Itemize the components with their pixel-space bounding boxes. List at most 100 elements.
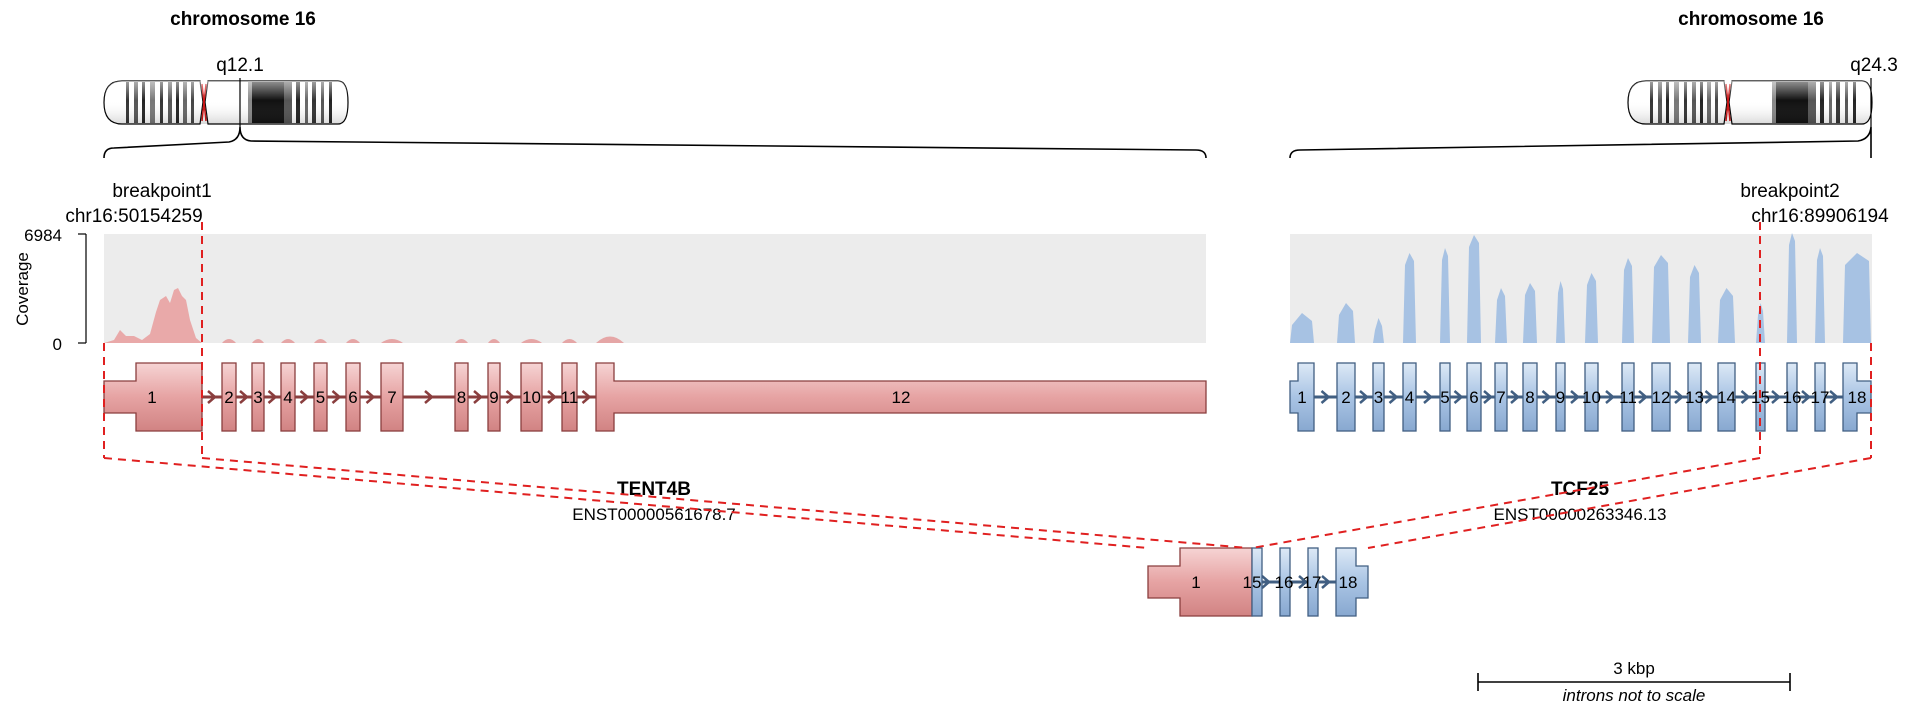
- exon-label: 8: [457, 388, 466, 407]
- exon: 5: [313, 362, 328, 432]
- exon: 8: [454, 362, 469, 432]
- fusion-exon-label: 18: [1339, 573, 1358, 592]
- coverage-bump: [1495, 288, 1507, 343]
- exon-label: 4: [1405, 388, 1414, 407]
- intron-arrow: [1261, 575, 1271, 589]
- intron-arrow: [1298, 575, 1308, 589]
- intron-arrow: [1638, 390, 1648, 404]
- scale-bar-length: 3 kbp: [1613, 659, 1655, 678]
- coverage-bump: [1688, 265, 1701, 343]
- intron-arrow: [424, 390, 434, 404]
- breakpoint2-position: chr16:89906194: [1751, 206, 1889, 227]
- exon-label: 10: [522, 388, 541, 407]
- coverage-axis: 6984 0 Coverage: [13, 226, 87, 354]
- coverage-bump: [1337, 303, 1355, 343]
- left-chromosome: chromosome 16 q12.1: [103, 9, 1207, 159]
- exon: 6: [345, 362, 361, 432]
- fusion-exon-label: 16: [1275, 573, 1294, 592]
- coverage-bump: [455, 339, 468, 343]
- left-zoom-bracket: [103, 126, 1207, 159]
- exon: 1: [103, 362, 203, 432]
- exon-label: 7: [1496, 388, 1505, 407]
- exon-label: 1: [1297, 388, 1306, 407]
- exon-label: 16: [1783, 388, 1802, 407]
- intron-arrow: [1801, 390, 1811, 404]
- coverage-bump: [1718, 288, 1735, 343]
- coverage-min-label: 0: [53, 335, 62, 354]
- exon: 12: [595, 362, 1207, 432]
- right-chromosome: chromosome 16 q24.3: [1289, 9, 1898, 159]
- intron-arrow: [505, 390, 516, 404]
- exon-label: 1: [147, 388, 156, 407]
- exon-label: 9: [1556, 388, 1565, 407]
- exon: 17: [1811, 362, 1830, 432]
- exon-label: 17: [1811, 388, 1830, 407]
- coverage-axis-title: Coverage: [13, 252, 32, 326]
- coverage-bump: [1373, 318, 1384, 343]
- exon: 11: [1619, 362, 1637, 432]
- exon: 14: [1717, 362, 1736, 432]
- exon: 2: [1336, 362, 1356, 432]
- fusion-exon-label: 1: [1191, 573, 1200, 592]
- intron-arrow: [1388, 390, 1399, 404]
- intron-arrow: [581, 390, 592, 404]
- right-coverage-track: [1290, 233, 1871, 343]
- coverage-bump: [1467, 235, 1481, 343]
- exon: 1: [1289, 362, 1315, 432]
- fusion-exon-label: 15: [1243, 573, 1262, 592]
- left-chromosome-title: chromosome 16: [170, 9, 316, 30]
- intron-arrow: [299, 390, 310, 404]
- exon: 5: [1439, 362, 1451, 432]
- exon: 6: [1466, 362, 1482, 432]
- left-coverage-track: [222, 336, 624, 343]
- exon: 7: [380, 362, 404, 432]
- coverage-bump: [562, 339, 577, 343]
- exon: 2: [221, 362, 237, 432]
- coverage-bump: [252, 339, 264, 343]
- exon-label: 6: [1469, 388, 1478, 407]
- coverage-bump: [521, 339, 542, 343]
- exon: 11: [561, 362, 579, 432]
- breakpoint1-position: chr16:50154259: [65, 206, 202, 227]
- right-transcript-id: ENST00000263346.13: [1494, 505, 1667, 524]
- exon: 10: [1582, 362, 1601, 432]
- fusion-transcript: 1 15 16 17 18: [1147, 547, 1369, 617]
- exon: 18: [1842, 362, 1872, 432]
- coverage-bump: [222, 339, 236, 343]
- fusion-exon-label: 17: [1303, 573, 1322, 592]
- fusion-exon: [1307, 547, 1319, 617]
- exon-label: 12: [1652, 388, 1671, 407]
- exon-label: 3: [253, 388, 262, 407]
- exon-label: 13: [1685, 388, 1704, 407]
- left-ideogram: [103, 78, 349, 127]
- fusion-exon: [1279, 547, 1291, 617]
- intron-arrow: [1453, 390, 1464, 404]
- intron-arrow: [473, 390, 483, 404]
- exon: 12: [1651, 362, 1671, 432]
- exon-label: 2: [1341, 388, 1350, 407]
- coverage-bump: [1556, 281, 1565, 343]
- exon: 13: [1685, 362, 1704, 432]
- intron-arrow: [547, 390, 557, 404]
- exon-label: 18: [1848, 388, 1867, 407]
- intron-arrow: [1570, 390, 1580, 404]
- intron-arrow: [1771, 390, 1781, 404]
- intron-arrow: [1423, 390, 1433, 404]
- exon-label: 11: [561, 388, 579, 407]
- coverage-bump: [1523, 283, 1537, 343]
- exon: 9: [1555, 362, 1566, 432]
- exon-label: 7: [387, 388, 396, 407]
- right-band-label: q24.3: [1850, 55, 1898, 76]
- coverage-bump: [314, 339, 327, 343]
- coverage-bump: [381, 339, 403, 343]
- scale-bar: 3 kbp introns not to scale: [1477, 659, 1791, 705]
- intron-arrow: [1359, 390, 1369, 404]
- exon: 4: [280, 362, 296, 432]
- intron-arrow: [1829, 390, 1839, 404]
- coverage-bump: [346, 339, 360, 343]
- exon: 16: [1783, 362, 1802, 432]
- intron-arrow: [1605, 390, 1615, 404]
- left-coverage-peak: [104, 288, 202, 343]
